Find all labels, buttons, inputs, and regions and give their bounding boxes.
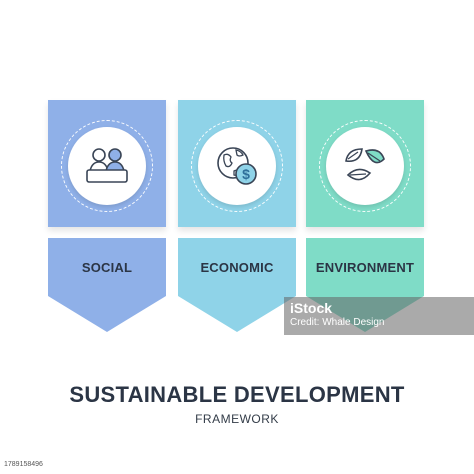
economic-label: ECONOMIC (200, 260, 274, 275)
icon-circle: $ (198, 127, 276, 205)
dashed-ring (61, 120, 153, 212)
people-meeting-icon (86, 148, 128, 183)
environment-label: ENVIRONMENT (315, 260, 415, 275)
watermark-banner: iStock Credit: Whale Design (284, 297, 474, 335)
social-label: SOCIAL (81, 260, 133, 275)
leaves-icon (345, 148, 385, 181)
watermark-brand: iStock (290, 300, 333, 316)
globe-dollar-icon: $ (217, 147, 257, 185)
social-card (48, 100, 166, 227)
watermark-credit: Credit: Whale Design (290, 317, 385, 328)
dashed-ring (191, 120, 283, 212)
social-arrow: SOCIAL (48, 238, 166, 332)
stock-id: 1789158496 (4, 461, 43, 468)
page-subtitle: FRAMEWORK (195, 412, 279, 426)
economic-arrow: ECONOMIC (178, 238, 296, 332)
dashed-ring (319, 120, 411, 212)
page-title: SUSTAINABLE DEVELOPMENT (69, 382, 405, 407)
svg-text:$: $ (242, 166, 250, 182)
icon-circle (68, 127, 146, 205)
icon-circle (326, 127, 404, 205)
environment-card (306, 100, 424, 227)
economic-card: $ (178, 100, 296, 227)
